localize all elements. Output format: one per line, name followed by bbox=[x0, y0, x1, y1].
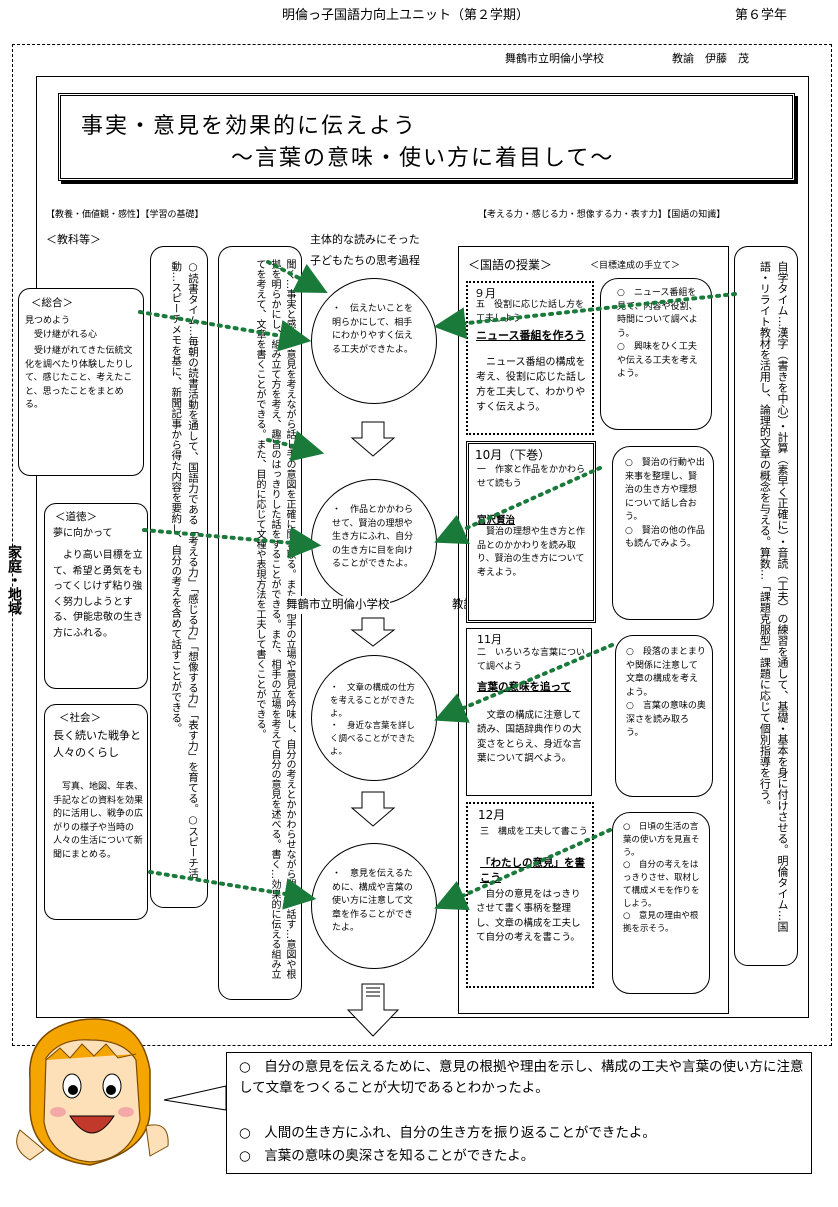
self-study-text: 自学タイム…漢字（書きを中心）・計算（素早く正確に）・音読（工夫）の練習を通して… bbox=[758, 261, 789, 932]
listen-speak-write-text: 聞く…事実と感想、意見を考えながら話し手の意図を正確に聞き取る。また、相手の立場… bbox=[254, 259, 295, 979]
self-study-column: 自学タイム…漢字（書きを中心）・計算（素早く正確に）・音読（工夫）の練習を通して… bbox=[734, 246, 798, 966]
listen-speak-write-column: 聞く…事実と感想、意見を考えながら話し手の意図を正確に聞き取る。また、相手の立場… bbox=[218, 246, 302, 1000]
lesson-frame bbox=[458, 246, 729, 1014]
support-text: ○ ニュース番組を見て、内容や役割、時間について調べよう。 ○ 興味をひく工夫や… bbox=[617, 288, 698, 379]
summary-item-1: ○ 自分の意見を伝えるために、意見の根拠や理由を示し、構成の工夫や言葉の使い方に… bbox=[239, 1059, 804, 1096]
down-arrow-3 bbox=[350, 791, 396, 827]
social-theme: 長く続いた戦争と人々のくらし bbox=[53, 729, 141, 760]
speech-bubble-tail bbox=[163, 1085, 227, 1111]
support-box-october: ○ 賢治の行動や出来事を整理し、賢治の生き方や理想について話し合おう。 ○ 賢治… bbox=[612, 446, 714, 620]
moral-theme: 夢に向かって bbox=[53, 528, 113, 539]
thinking-circle-2: ・ 作品とかかわらせて、賢治の理想や生き方にふれ、自分の生き方に目を向けることが… bbox=[311, 479, 437, 605]
link-moral-to-circle2 bbox=[142, 526, 322, 559]
thinking-text-2: ・ 作品とかかわらせて、賢治の理想や生き方にふれ、自分の生き方に目を向けることが… bbox=[332, 505, 414, 569]
link-november-to-circle3 bbox=[434, 643, 614, 723]
link-col2-to-circle2 bbox=[266, 430, 325, 462]
teacher-name: 教諭 伊藤 茂 bbox=[672, 52, 749, 65]
link-integrated-to-circle1 bbox=[138, 310, 312, 352]
down-arrow-final bbox=[346, 983, 400, 1037]
subjects-label: ＜教科等＞ bbox=[46, 233, 101, 246]
lesson-unit: 二 いろいろな言葉について調べよう bbox=[477, 648, 586, 672]
thinking-circle-4: ・ 意見を伝えるために、構成や言葉の使い方に注意して文章を作ることができたよ。 bbox=[311, 843, 437, 969]
integrated-study-theme: 見つめよう 受け継がれる心 bbox=[25, 316, 98, 340]
lesson-september: ９月 五 役割に応じた話し方を工夫しよう ニュース番組を作ろう ニュース番組の構… bbox=[466, 281, 594, 435]
link-col2-to-circle1 bbox=[266, 260, 328, 293]
unit-title-line1: 事実・意見を効果的に伝えよう bbox=[81, 114, 418, 139]
support-text: ○ 段落のまとまりや関係に注意して文章の構成を考えよう。 ○ 言葉の意味の奥深さ… bbox=[626, 647, 706, 738]
lesson-unit: 三 構成を工夫して書こう bbox=[480, 827, 588, 837]
summary-item-3: ○ 言葉の意味の奥深さを知ることができたよ。 bbox=[239, 1148, 535, 1164]
lesson-heading: ＜国語の授業＞ bbox=[468, 258, 553, 272]
thinking-text-1: ・ 伝えたいことを明らかにして、相手にわかりやすく伝える工夫ができたよ。 bbox=[332, 304, 414, 355]
lesson-body: ニュース番組の構成を考え、役割に応じた話し方を工夫して、わかりやすく伝えよう。 bbox=[476, 357, 586, 413]
unit-title-line2: ～言葉の意味・使い方に着目して～ bbox=[231, 146, 615, 171]
outer-frame bbox=[12, 44, 832, 1046]
support-box-november: ○ 段落のまとまりや関係に注意して文章の構成を考えよう。 ○ 言葉の意味の奥深さ… bbox=[615, 635, 713, 797]
lesson-month: 12月 bbox=[478, 808, 506, 822]
lesson-body: 自分の意見をはっきりさせて書く事柄を整理し、文章の構成を工夫して自分の考えを書こ… bbox=[476, 889, 581, 943]
lesson-october: 10月（下巻） 一 作家と作品をかかわらせて読もう 宮沢賢治 賢治の理想や生き方… bbox=[466, 441, 596, 623]
lesson-month: ９月 bbox=[474, 287, 496, 300]
social-heading: ＜社会＞ bbox=[59, 712, 101, 724]
left-category-tag: 【教養・価値観・感性】【学習の基礎】 bbox=[46, 210, 204, 220]
grade-label: 第６学年 bbox=[735, 8, 788, 23]
lesson-december: 12月 三 構成を工夫して書こう 「わたしの意見」を書こう 自分の意見をはっきり… bbox=[466, 802, 594, 988]
thinking-circle-1: ・ 伝えたいことを明らかにして、相手にわかりやすく伝える工夫ができたよ。 bbox=[311, 278, 437, 404]
lesson-unit: 一 作家と作品をかかわらせて読もう bbox=[477, 465, 586, 489]
reading-speech-column: ○読書タイム…毎朝の読書活動を通して、国語力である「考える力」「感じる力」「想像… bbox=[150, 246, 208, 908]
link-selfstudy-to-circle1 bbox=[433, 292, 737, 340]
inner-frame bbox=[36, 76, 809, 1018]
moral-box: ＜道徳＞ 夢に向かって より高い目標を立て、希望と勇気をもってくじけず粘り強く努… bbox=[44, 503, 148, 689]
link-december-to-circle4 bbox=[434, 828, 612, 911]
lesson-title: 宮沢賢治 bbox=[477, 515, 516, 526]
lesson-title: 言葉の意味を追って bbox=[477, 681, 571, 693]
school-name: 舞鶴市立明倫小学校 bbox=[505, 52, 604, 65]
unit-title-box: 事実・意見を効果的に伝えよう ～言葉の意味・使い方に着目して～ bbox=[58, 93, 795, 181]
lesson-body: 文章の構成に注意して読み、国語辞典作りの大変さをとらえ、身近な言葉について調べよ… bbox=[477, 710, 582, 764]
lesson-title: 「わたしの意見」を書こう bbox=[480, 857, 585, 884]
support-text: ○ 日頃の生活の言葉の使い方を見直そう。 ○ 自分の考えをはっきりさせ、取材して… bbox=[623, 822, 700, 934]
lesson-month: 10月（下巻） bbox=[475, 448, 551, 462]
social-body: 写真、地図、年表、手記などの資料を効果的に活用し、戦争の広がりの様子や当時の人々… bbox=[53, 782, 144, 860]
integrated-study-body: 受け継がれてきた伝統文化を調べたり体験したりして、感じたこと、考えたこと、思った… bbox=[25, 346, 134, 410]
flow-title-line1: 主体的な読みにそった bbox=[310, 233, 420, 246]
page-header-title: 明倫っ子国語力向上ユニット（第２学期） bbox=[282, 8, 530, 23]
lesson-body: 賢治の理想や生き方と作品とのかかわりを読み取り、賢治の生き方について考えよう。 bbox=[477, 527, 586, 578]
lesson-unit: 五 役割に応じた話し方を工夫しよう bbox=[476, 300, 585, 324]
down-arrow-1 bbox=[350, 421, 396, 457]
flow-title-line2: 子どもたちの思考過程 bbox=[310, 254, 420, 267]
thinking-text-4: ・ 意見を伝えるために、構成や言葉の使い方に注意して文章を作ることができたよ。 bbox=[332, 869, 414, 933]
moral-body: より高い目標を立て、希望と勇気をもってくじけず粘り強く努力しようとする、伊能忠敬… bbox=[53, 550, 143, 639]
thinking-circle-3: ・ 文章の構成の仕方を考えることができたよ。 ・ 身近な言葉を詳しく調べることが… bbox=[311, 655, 437, 781]
link-october-to-circle2 bbox=[434, 466, 602, 545]
down-arrow-2 bbox=[350, 617, 396, 647]
support-text: ○ 賢治の行動や出来事を整理し、賢治の生き方や理想について話し合おう。 ○ 賢治… bbox=[625, 458, 705, 549]
social-studies-box: ＜社会＞ 長く続いた戦争と人々のくらし 写真、地図、年表、手記などの資料を効果的… bbox=[44, 704, 148, 920]
right-category-tag: 【考える力・感じる力・想像する力・表す力】【国語の知識】 bbox=[478, 210, 726, 220]
thinking-text-3: ・ 文章の構成の仕方を考えることができたよ。 ・ 身近な言葉を詳しく調べることが… bbox=[330, 683, 416, 757]
link-social-to-circle4 bbox=[148, 870, 317, 910]
reading-speech-text: ○読書タイム…毎朝の読書活動を通して、国語力である「考える力」「感じる力」「想像… bbox=[170, 261, 199, 879]
lesson-support-heading: ＜目標達成の手立て＞ bbox=[590, 261, 681, 271]
lesson-november: 11月 二 いろいろな言葉について調べよう 言葉の意味を追って 文章の構成に注意… bbox=[466, 628, 592, 796]
support-box-december: ○ 日頃の生活の言葉の使い方を見直そう。 ○ 自分の考えをはっきりさせ、取材して… bbox=[612, 812, 710, 994]
integrated-study-heading: ＜総合＞ bbox=[31, 297, 73, 309]
integrated-study-box: ＜総合＞ 見つめよう 受け継がれる心 受け継がれてきた伝統文化を調べたり体験した… bbox=[18, 288, 144, 476]
lesson-month: 11月 bbox=[477, 633, 502, 646]
summary-item-2: ○ 人間の生き方にふれ、自分の生き方を振り返ることができたよ。 bbox=[239, 1125, 656, 1141]
overlay-school-name: 舞鶴市立明倫小学校 bbox=[286, 596, 390, 614]
moral-heading: ＜道徳＞ bbox=[55, 511, 97, 523]
home-community-label: 家庭・地域 bbox=[6, 545, 22, 615]
summary-box: ○ 自分の意見を伝えるために、意見の根拠や理由を示し、構成の工夫や言葉の使い方に… bbox=[226, 1052, 812, 1174]
lesson-title: ニュース番組を作ろう bbox=[476, 329, 586, 342]
